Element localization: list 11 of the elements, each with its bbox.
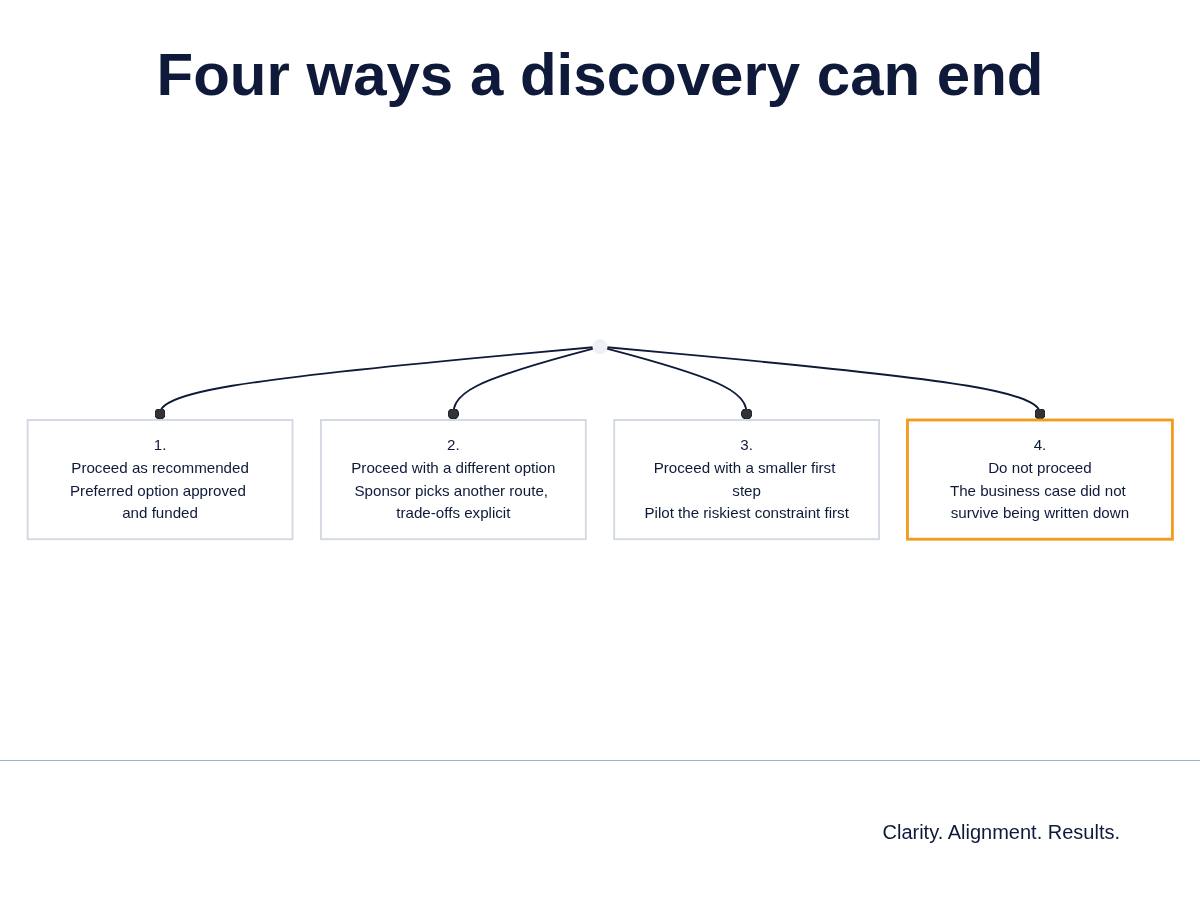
connector	[606, 345, 1046, 421]
title: Four ways a discovery can end	[155, 40, 1045, 109]
node-box: 1. Proceed as recommended Preferred option approved and funded	[26, 418, 294, 540]
tagline: Clarity. Alignment. Results.	[882, 821, 1120, 844]
connector	[447, 347, 595, 421]
node-box: 2. Proceed with a different option Sponsor picks another route, trade-offs explicit	[319, 418, 587, 540]
connector	[605, 347, 753, 421]
node-circle	[592, 338, 608, 354]
connector	[154, 345, 594, 421]
node-box: 4. Do not proceed The business case did not survive being written down	[906, 418, 1174, 541]
node-box: 3. Proceed with a smaller first step Pilot the riskiest constraint first	[613, 418, 881, 540]
